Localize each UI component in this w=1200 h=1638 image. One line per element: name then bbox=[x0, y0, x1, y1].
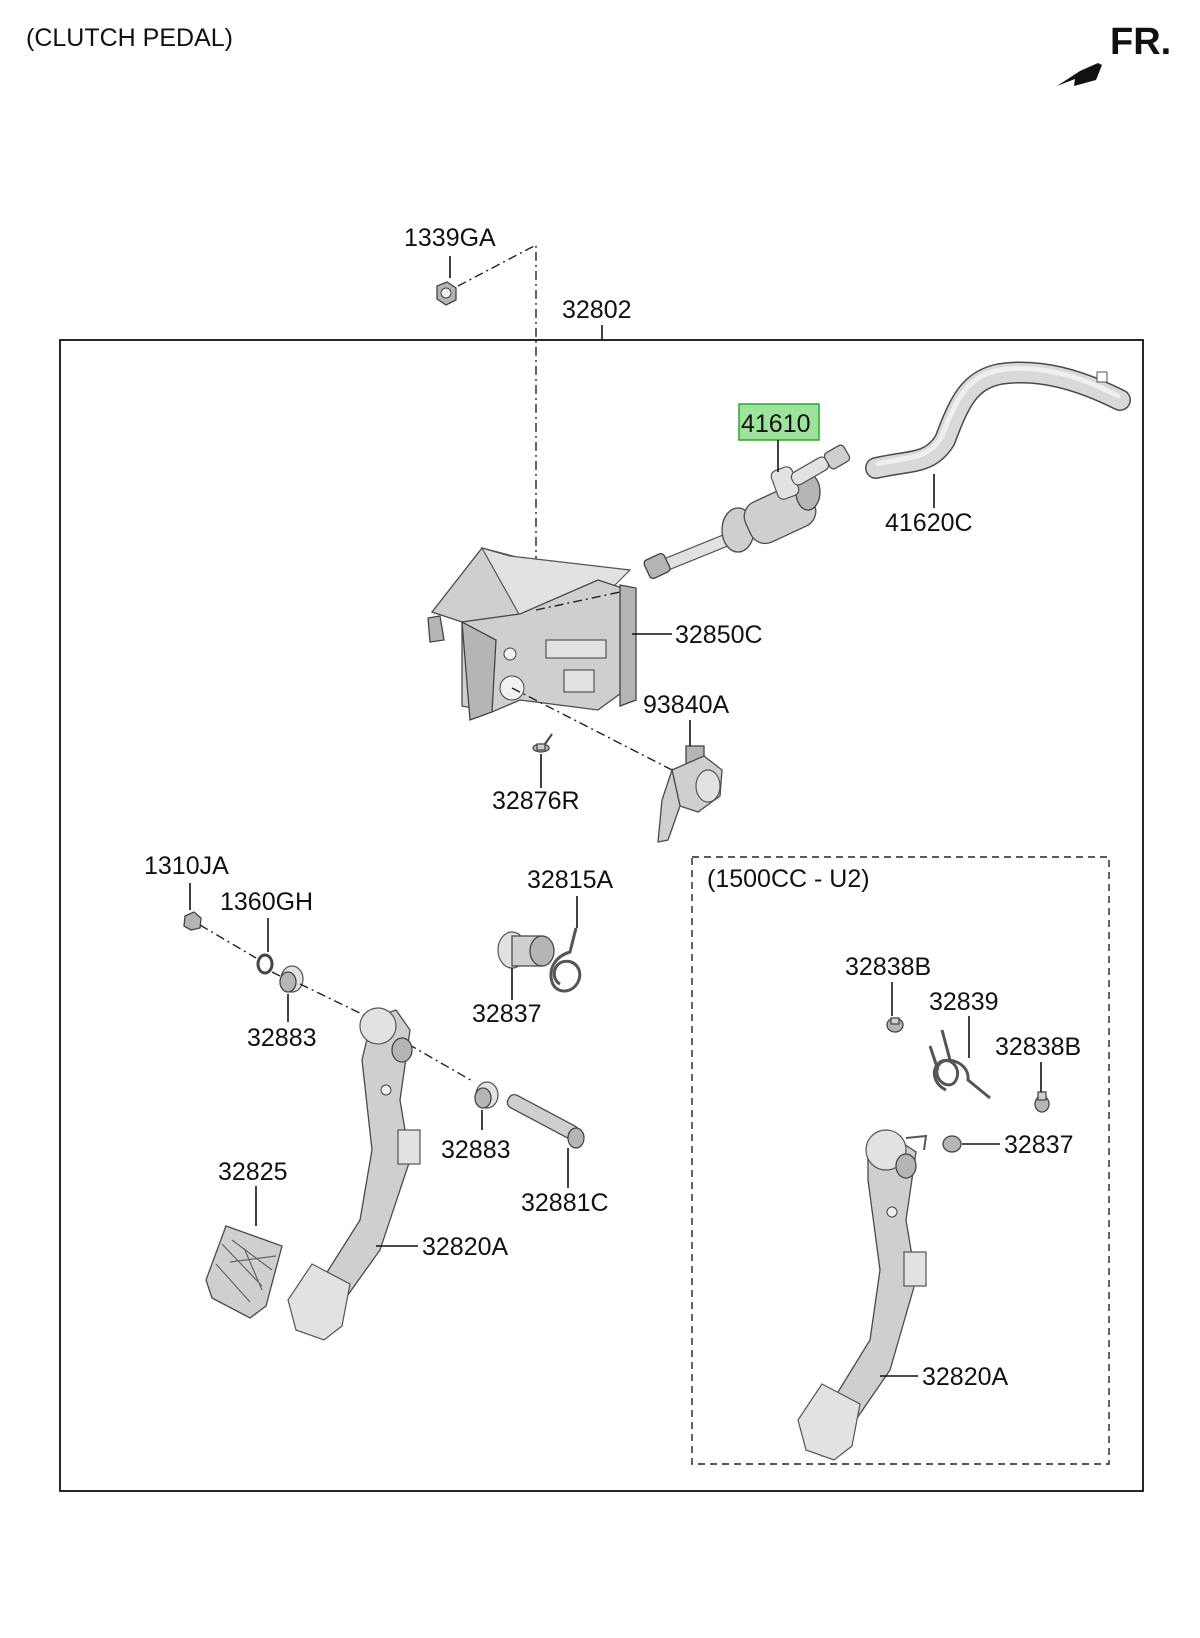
front-direction-label: FR. bbox=[1110, 21, 1171, 63]
front-direction-arrow-icon bbox=[1057, 63, 1102, 86]
clip-32838B-top bbox=[886, 1017, 904, 1033]
pin-32881C bbox=[506, 1093, 585, 1149]
label-93840A: 93840A bbox=[643, 691, 730, 719]
washer-1360GH bbox=[256, 953, 274, 975]
nut-1310JA bbox=[183, 911, 202, 931]
clip-32838B-right bbox=[1034, 1091, 1050, 1113]
label-1339GA: 1339GA bbox=[404, 224, 496, 252]
label-1310JA: 1310JA bbox=[144, 852, 229, 880]
bushing-32883-top bbox=[279, 965, 304, 993]
bushing-32883-bottom bbox=[474, 1081, 499, 1109]
label-32837-left: 32837 bbox=[472, 1000, 542, 1028]
label-32876R: 32876R bbox=[492, 787, 580, 815]
pedal-pad-32825 bbox=[205, 1225, 283, 1319]
label-1360GH: 1360GH bbox=[220, 888, 313, 916]
label-32820A-left: 32820A bbox=[422, 1233, 509, 1261]
label-41620C: 41620C bbox=[885, 509, 973, 537]
master-cylinder-41610 bbox=[643, 444, 851, 580]
spring-32839 bbox=[928, 1029, 991, 1100]
bushing-32837 bbox=[497, 931, 555, 969]
label-32883-bottom: 32883 bbox=[441, 1136, 511, 1164]
dash-pivot-axis bbox=[199, 924, 475, 1083]
pedal-arm-32820A bbox=[287, 1007, 421, 1341]
variant-box bbox=[691, 856, 1110, 1465]
nut-1339GA bbox=[436, 281, 457, 306]
label-32838B-right: 32838B bbox=[995, 1033, 1081, 1061]
label-32815A: 32815A bbox=[527, 866, 614, 894]
switch-93840A bbox=[657, 745, 723, 843]
label-32883-top: 32883 bbox=[247, 1024, 317, 1052]
label-32837-right: 32837 bbox=[1004, 1131, 1074, 1159]
highlight-41610 bbox=[738, 403, 820, 441]
label-32850C: 32850C bbox=[675, 621, 763, 649]
label-32838B-top: 32838B bbox=[845, 953, 931, 981]
label-32825: 32825 bbox=[218, 1158, 288, 1186]
pin-32876R bbox=[532, 733, 553, 753]
label-32839: 32839 bbox=[929, 988, 999, 1016]
bracket-32850C bbox=[427, 547, 637, 721]
diagram-title: (CLUTCH PEDAL) bbox=[26, 24, 233, 52]
dash-bracket-switch bbox=[511, 687, 673, 771]
label-32881C: 32881C bbox=[521, 1189, 609, 1217]
dash-bracket-bolt bbox=[535, 591, 621, 611]
spring-32815A bbox=[549, 927, 582, 993]
label-32802: 32802 bbox=[562, 296, 632, 324]
hose-41620C bbox=[865, 361, 1131, 479]
dash-1339GA bbox=[457, 243, 537, 630]
pedal-arm-32820A-variant bbox=[797, 1129, 928, 1461]
variant-box-label: (1500CC - U2) bbox=[707, 865, 870, 893]
label-32820A-right: 32820A bbox=[922, 1363, 1009, 1391]
bushing-32837-right bbox=[942, 1135, 962, 1153]
label-41610: 41610 bbox=[741, 410, 811, 438]
